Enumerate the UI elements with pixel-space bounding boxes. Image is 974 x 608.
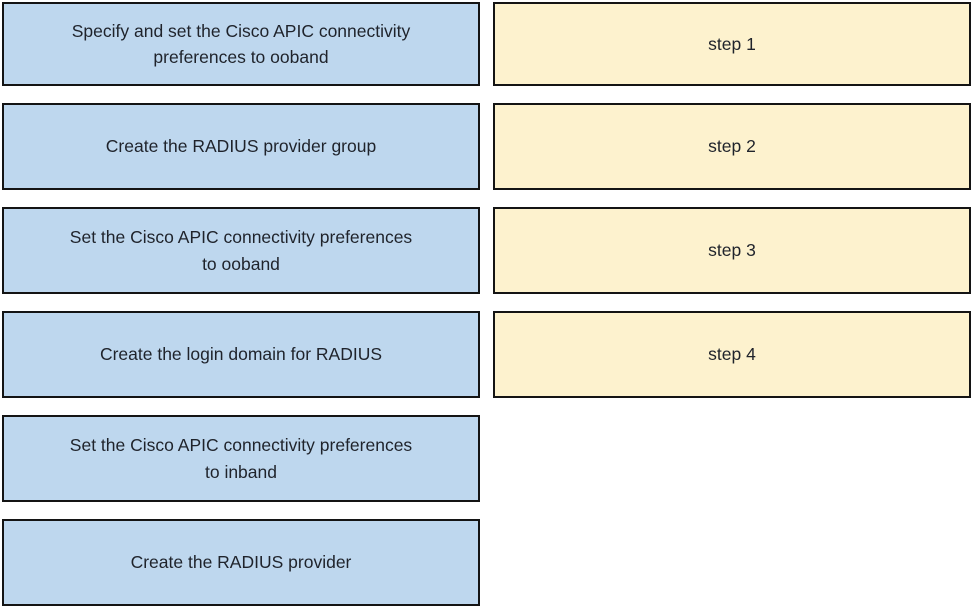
step-label: step 1 <box>708 33 756 54</box>
option-label: Specify and set the Cisco APIC connectiv… <box>71 20 411 67</box>
option-specify-and-set-apic-connectivity-ooband[interactable]: Specify and set the Cisco APIC connectiv… <box>2 2 480 86</box>
option-create-login-domain-radius[interactable]: Create the login domain for RADIUS <box>2 311 480 398</box>
option-label: Set the Cisco APIC connectivity preferen… <box>69 227 413 274</box>
option-set-apic-connectivity-ooband[interactable]: Set the Cisco APIC connectivity preferen… <box>2 207 480 294</box>
drop-target-step-1[interactable]: step 1 <box>493 2 971 86</box>
step-label: step 3 <box>708 240 756 261</box>
option-create-radius-provider-group[interactable]: Create the RADIUS provider group <box>2 103 480 190</box>
option-label: Set the Cisco APIC connectivity preferen… <box>69 435 413 482</box>
option-label: Create the login domain for RADIUS <box>99 344 383 365</box>
drop-target-step-4[interactable]: step 4 <box>493 311 971 398</box>
step-label: step 2 <box>708 136 756 157</box>
step-label: step 4 <box>708 344 756 365</box>
drop-target-step-2[interactable]: step 2 <box>493 103 971 190</box>
drop-target-step-3[interactable]: step 3 <box>493 207 971 294</box>
option-label: Create the RADIUS provider group <box>105 136 377 157</box>
option-label: Create the RADIUS provider <box>130 552 352 573</box>
option-set-apic-connectivity-inband[interactable]: Set the Cisco APIC connectivity preferen… <box>2 415 480 502</box>
option-create-radius-provider[interactable]: Create the RADIUS provider <box>2 519 480 606</box>
